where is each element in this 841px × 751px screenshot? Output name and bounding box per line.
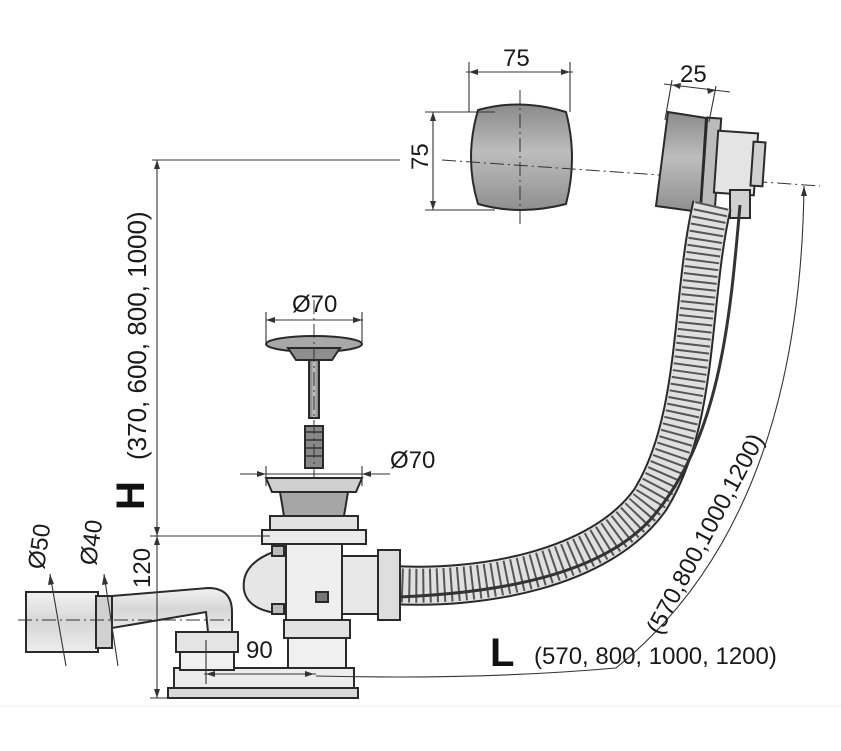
dim-75-height: 75 bbox=[407, 111, 495, 211]
outlet-pipe bbox=[25, 586, 239, 671]
flexible-hose bbox=[319, 200, 742, 606]
label-d70-mid: Ø70 bbox=[390, 447, 435, 474]
label-120: 120 bbox=[129, 548, 156, 588]
label-d40: Ø40 bbox=[75, 518, 108, 567]
dim-25: 25 bbox=[663, 61, 731, 123]
dim-120: 120 bbox=[129, 535, 270, 699]
label-d50: Ø50 bbox=[23, 522, 56, 571]
overflow-body-side bbox=[654, 110, 767, 219]
dim-40: Ø40 bbox=[75, 518, 119, 667]
label-75-width: 75 bbox=[503, 45, 530, 72]
dim-90: 90 bbox=[204, 637, 316, 684]
drain-body bbox=[167, 477, 401, 699]
dim-50: Ø50 bbox=[23, 522, 67, 667]
dim-70-top: Ø70 bbox=[265, 291, 363, 342]
dim-75-width: 75 bbox=[466, 45, 573, 112]
label-d70-top: Ø70 bbox=[292, 291, 337, 318]
label-l-letter: L bbox=[490, 631, 514, 675]
label-75-height: 75 bbox=[407, 143, 434, 170]
label-h-letter: H bbox=[109, 481, 153, 510]
label-90: 90 bbox=[246, 637, 273, 664]
label-l-values: (570, 800, 1000, 1200) bbox=[534, 643, 777, 670]
dim-70-mid: Ø70 bbox=[240, 447, 435, 486]
label-25: 25 bbox=[680, 61, 707, 88]
dim-h: H (370, 600, 800, 1000) bbox=[109, 160, 160, 536]
overflow-cap-front bbox=[470, 103, 573, 211]
label-h-values: (370, 600, 800, 1000) bbox=[122, 211, 152, 460]
